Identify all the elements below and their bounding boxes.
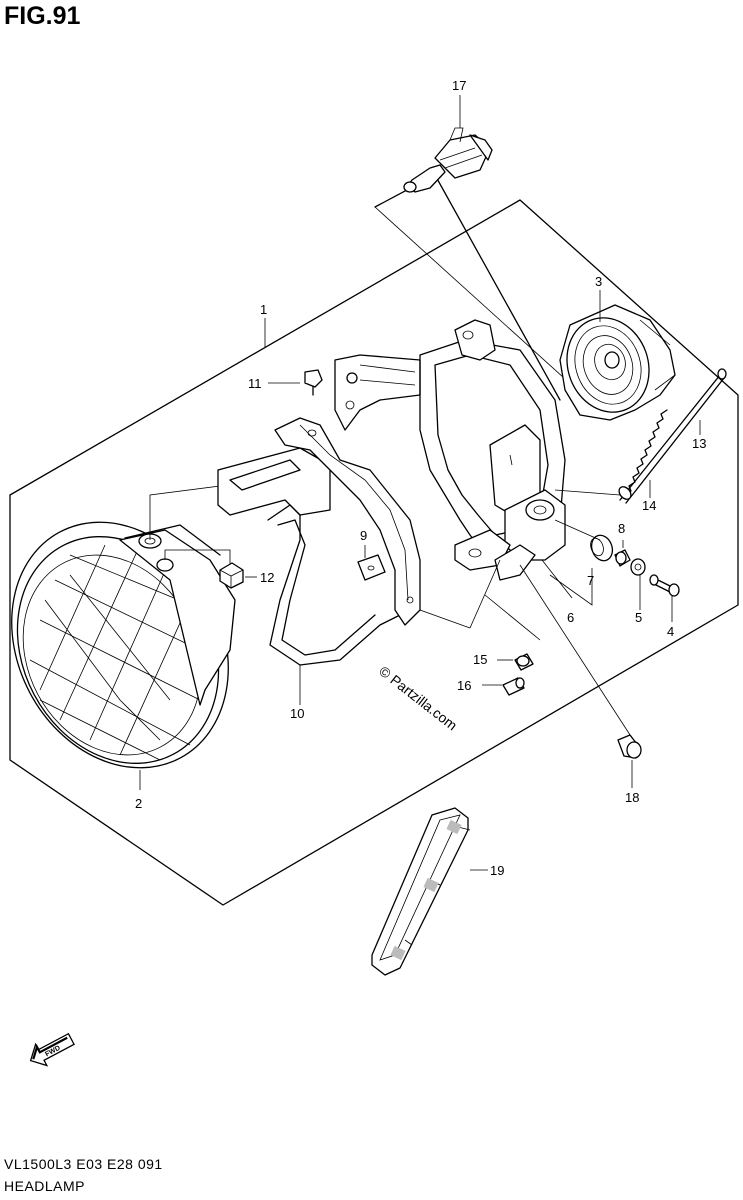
figure-title: FIG.91 (4, 2, 81, 30)
washer-part-5[interactable] (630, 558, 646, 576)
callout-2: 2 (135, 796, 142, 811)
spring-part-14[interactable] (617, 409, 668, 502)
clip-part-9[interactable] (357, 554, 386, 581)
callout-4: 4 (667, 624, 674, 639)
callout-9: 9 (360, 528, 367, 543)
callout-3: 3 (595, 274, 602, 289)
pin-part-16[interactable] (502, 677, 525, 696)
bolt-part-4[interactable] (649, 574, 680, 597)
callout-6: 6 (567, 610, 574, 625)
assembly-frame (9, 199, 739, 906)
leader-lines (139, 95, 701, 871)
callout-12: 12 (260, 570, 274, 585)
rubber-part-7[interactable] (588, 532, 616, 563)
fwd-arrow-icon: FWD (29, 1032, 75, 1067)
collar-part-15[interactable] (514, 653, 534, 671)
reflector-part-19[interactable] (371, 807, 471, 976)
callout-5: 5 (635, 610, 642, 625)
callout-7: 7 (587, 573, 594, 588)
callout-8: 8 (618, 521, 625, 536)
rear-cover-part-3[interactable] (554, 304, 676, 424)
headlamp-unit[interactable] (0, 484, 270, 806)
bulb-part-17[interactable] (403, 127, 493, 193)
main-bracket-left[interactable] (274, 354, 421, 626)
callout-1: 1 (260, 302, 267, 317)
callout-10: 10 (290, 706, 304, 721)
screw-part-18[interactable] (617, 734, 642, 759)
callout-13: 13 (692, 436, 706, 451)
callout-17: 17 (452, 78, 466, 93)
collar-part-8[interactable] (614, 549, 631, 567)
ring-housing[interactable] (419, 319, 566, 581)
screw-part-11[interactable] (304, 369, 323, 396)
callout-15: 15 (473, 652, 487, 667)
watermark-text: © Partzilla.com (376, 663, 460, 734)
callout-18: 18 (625, 790, 639, 805)
section-name: HEADLAMP (4, 1178, 86, 1194)
callout-14: 14 (642, 498, 656, 513)
callout-11: 11 (248, 376, 262, 391)
nut-part-12[interactable] (219, 562, 244, 589)
adjust-screw-part-13[interactable] (619, 368, 727, 504)
callout-16: 16 (457, 678, 471, 693)
callout-labels: 1 2 3 4 5 6 7 8 9 10 11 12 13 14 15 16 1… (135, 78, 706, 878)
model-code: VL1500L3 E03 E28 091 (4, 1156, 163, 1172)
callout-19: 19 (490, 863, 504, 878)
front-bracket-part-10[interactable] (217, 447, 401, 666)
